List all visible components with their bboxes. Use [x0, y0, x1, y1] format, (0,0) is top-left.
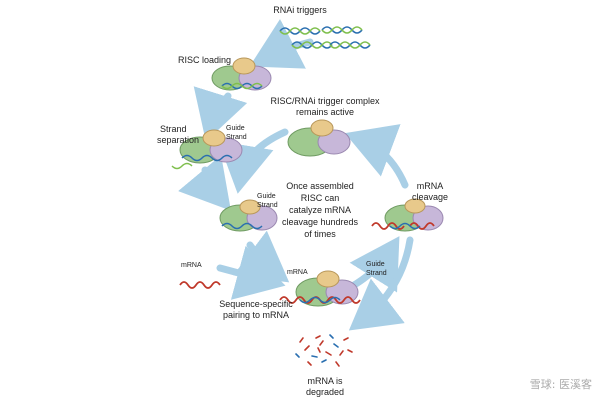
label-guide-strand-2b: Strand — [257, 202, 278, 209]
label-center-1: Once assembled — [286, 181, 354, 191]
diagram-labels: RNAi triggers RISC loading Strand separa… — [157, 5, 448, 397]
arrow-cleavage-to-complex — [344, 124, 409, 189]
mrna-cleavage-complex — [371, 198, 444, 232]
label-pairing-2: pairing to mRNA — [223, 310, 289, 320]
degraded-mrna-fragments — [295, 334, 353, 367]
label-mrna-cleavage-2: cleavage — [412, 192, 448, 202]
dsrna-4 — [329, 41, 371, 49]
arrow-cleavage-to-degraded — [348, 236, 414, 331]
guide-strand-complex — [219, 199, 278, 232]
label-guide-strand-3b: Strand — [366, 270, 387, 277]
label-degraded-2: degraded — [306, 387, 344, 397]
label-mrna-cleavage-1: mRNA — [417, 181, 444, 191]
arrow-guide-to-pairing — [233, 230, 290, 283]
arrow-triggers-to-loading — [249, 18, 314, 69]
label-center-3: catalyze mRNA — [289, 205, 351, 215]
label-center-2: RISC can — [301, 193, 340, 203]
label-complex-active-2: remains active — [296, 107, 354, 117]
watermark: 雪球: 医溪客 — [529, 378, 592, 391]
dsrna-1 — [279, 27, 321, 35]
rnai-trigger-duplexes — [279, 26, 371, 49]
label-complex-active-1: RISC/RNAi trigger complex — [270, 96, 380, 106]
free-mrna-strand — [179, 281, 221, 289]
risc-loading-complex — [211, 57, 272, 91]
label-mrna-bound: mRNA — [287, 269, 308, 276]
label-degraded-1: mRNA is — [307, 376, 343, 386]
strand-separation-complex — [171, 129, 243, 170]
label-center-5: of times — [304, 229, 336, 239]
label-risc-loading: RISC loading — [178, 55, 231, 65]
dsrna-2 — [321, 26, 363, 34]
arrow-mrna-to-pairing — [216, 245, 286, 300]
label-guide-strand-2a: Guide — [257, 193, 276, 200]
label-center-4: cleavage hundreds — [282, 217, 359, 227]
label-pairing-1: Sequence-specific — [219, 299, 293, 309]
label-strand-separation: Strand — [160, 124, 187, 134]
arrow-loading-to-separation — [193, 86, 248, 142]
mrna-bound-complex — [279, 270, 361, 307]
label-guide-strand-1a: Guide — [226, 125, 245, 132]
label-guide-strand-3a: Guide — [366, 261, 385, 268]
dsrna-3 — [291, 41, 333, 49]
label-mrna-left: mRNA — [181, 262, 202, 269]
arrow-complex-to-guide — [218, 128, 289, 194]
label-strand-separation-2: separation — [157, 135, 199, 145]
label-rnai-triggers: RNAi triggers — [273, 5, 327, 15]
label-guide-strand-1b: Strand — [226, 134, 247, 141]
risc-active-complex — [287, 119, 351, 157]
arrow-separation-to-guide — [178, 155, 231, 211]
